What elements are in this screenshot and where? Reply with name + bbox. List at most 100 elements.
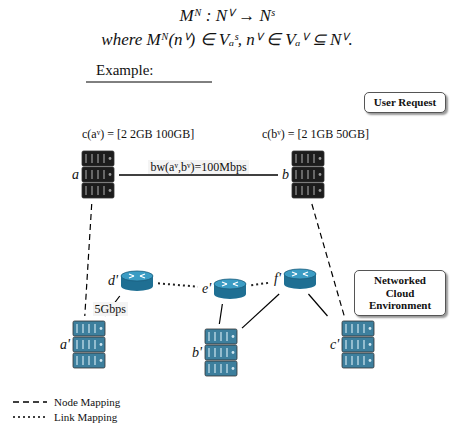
rack-slot [358, 324, 359, 333]
router-base [121, 281, 153, 291]
server-rack [205, 345, 237, 360]
rack-slot [346, 356, 347, 365]
rack-led [369, 327, 372, 330]
link-line [308, 294, 327, 316]
rack-slot [76, 340, 77, 349]
rack-slot [226, 364, 227, 373]
rack-slot [103, 154, 104, 163]
rack-slot [208, 348, 209, 357]
rack-slot [364, 356, 365, 365]
rack-slot [82, 356, 83, 365]
label-holder: c(aᵛ) = [2 2GB 100GB] [82, 124, 194, 142]
rack-slot [301, 186, 302, 195]
rack-slot [85, 154, 86, 163]
rack-slot [295, 186, 296, 195]
rack-slot [76, 356, 77, 365]
underline [86, 82, 212, 83]
router-top [214, 279, 246, 289]
rack-slot [76, 324, 77, 333]
rack-led [232, 335, 235, 338]
rack-led [109, 157, 112, 160]
rack-led [100, 343, 103, 346]
node-letter: b' [192, 345, 202, 361]
rack-led [319, 157, 322, 160]
server-node: c' [326, 316, 379, 374]
rack-slot [220, 348, 221, 357]
example-heading: Example: [96, 62, 153, 78]
router-icon [213, 278, 247, 300]
server-icon [204, 328, 238, 378]
rack-slot [352, 324, 353, 333]
router-top [284, 269, 316, 279]
rack-led [232, 367, 235, 370]
server-icon [72, 320, 106, 370]
label-holder: where Mᴺ(nⱽ) ∈ Vₐˢ, nⱽ ∈ Vₐⱽ ⊆ Nⱽ. [0, 27, 454, 50]
rack-led [369, 343, 372, 346]
rack-led [100, 359, 103, 362]
server-node: b [278, 146, 329, 204]
server-rack [82, 151, 114, 166]
rack-slot [208, 364, 209, 373]
router-node: e' [198, 274, 251, 304]
rack-slot [94, 340, 95, 349]
rack-slot [364, 324, 365, 333]
router-node: d' [104, 266, 158, 296]
rack-slot [313, 170, 314, 179]
legend-row: Link Mapping [12, 411, 117, 423]
plane-polygon [12, 90, 444, 246]
rack-led [369, 359, 372, 362]
rack-slot [94, 324, 95, 333]
formula: where Mᴺ(nⱽ) ∈ Vₐˢ, nⱽ ∈ Vₐⱽ ⊆ Nⱽ. [101, 30, 352, 49]
link-mapping-line [251, 283, 270, 286]
rack-led [319, 189, 322, 192]
router-arrow [292, 274, 297, 276]
legend-line [13, 416, 47, 417]
link-line [219, 304, 222, 324]
server-rack [342, 337, 374, 352]
server-rack [292, 167, 324, 182]
rack-slot [364, 340, 365, 349]
rack-slot [226, 348, 227, 357]
server-icon [81, 150, 115, 200]
rack-led [109, 189, 112, 192]
edge-label-holder: bw(aᵛ,bᵛ)=100Mbps [148, 157, 248, 175]
rack-slot [358, 340, 359, 349]
legend-line [13, 401, 47, 402]
rack-slot [346, 324, 347, 333]
node-letter: f' [274, 271, 281, 287]
router-node: f' [270, 264, 321, 294]
server-rack [342, 353, 374, 368]
edge-label: 5Gbps [93, 302, 128, 316]
rack-slot [91, 154, 92, 163]
server-rack [205, 361, 237, 376]
rack-slot [313, 154, 314, 163]
rack-slot [214, 364, 215, 373]
rack-slot [346, 340, 347, 349]
label-holder: c(bᵛ) = [2 1GB 50GB] [262, 124, 369, 142]
node-mapping-line [85, 204, 92, 316]
plane-heading: User Request [364, 92, 446, 113]
plane-heading: Networked Cloud Environment [354, 270, 446, 316]
rack-slot [307, 170, 308, 179]
router-icon [283, 268, 317, 290]
router-arrow [303, 274, 308, 276]
router-arrow [140, 276, 145, 278]
router-arrow [222, 284, 227, 286]
rack-slot [352, 340, 353, 349]
node-letter: d' [108, 273, 118, 289]
legend-sample [12, 413, 48, 421]
rack-slot [220, 364, 221, 373]
rack-slot [301, 154, 302, 163]
rack-slot [85, 186, 86, 195]
rack-slot [88, 356, 89, 365]
rack-led [232, 351, 235, 354]
legend-sample [12, 398, 48, 406]
capacity-label: c(bᵛ) = [2 1GB 50GB] [262, 127, 369, 141]
server-rack [73, 337, 105, 352]
rack-slot [214, 332, 215, 341]
plane-heading-box: User Request [364, 92, 446, 113]
server-node: a' [56, 316, 110, 374]
label-holder: Mᴺ : Nⱽ → Nˢ [0, 3, 454, 26]
rack-slot [94, 356, 95, 365]
rack-slot [82, 324, 83, 333]
